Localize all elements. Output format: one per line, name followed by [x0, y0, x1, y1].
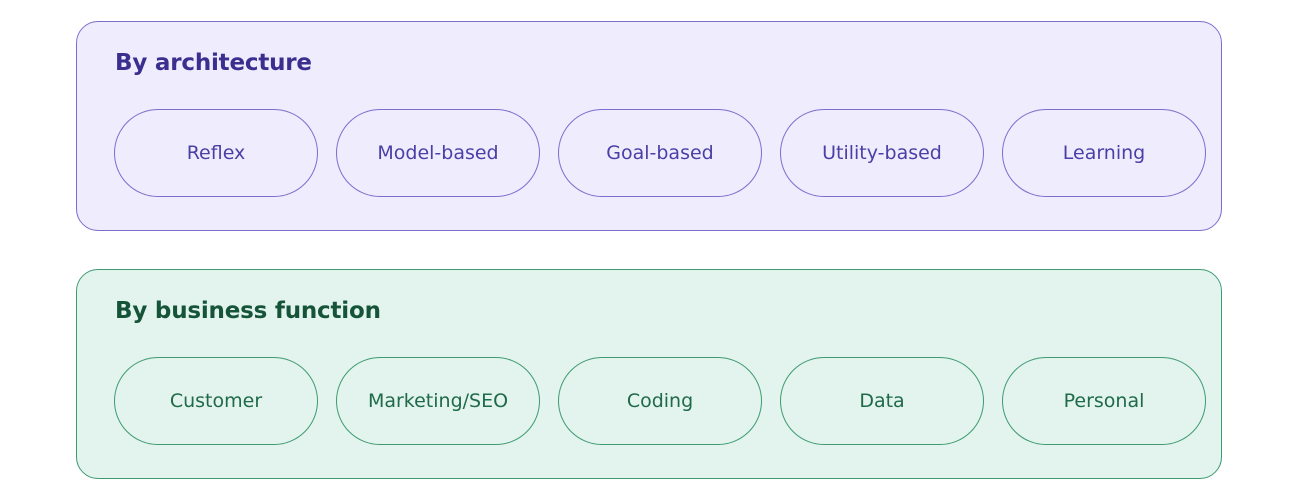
business-item-marketing-seo: Marketing/SEO: [336, 357, 540, 445]
business-function-title: By business function: [115, 298, 381, 324]
business-item-customer: Customer: [114, 357, 318, 445]
architecture-item-model-based: Model-based: [336, 109, 540, 197]
business-item-data: Data: [780, 357, 984, 445]
business-item-personal: Personal: [1002, 357, 1206, 445]
architecture-panel: By architecture Reflex Model-based Goal-…: [76, 21, 1222, 231]
business-function-panel: By business function Customer Marketing/…: [76, 269, 1222, 479]
architecture-item-utility-based: Utility-based: [780, 109, 984, 197]
architecture-item-learning: Learning: [1002, 109, 1206, 197]
architecture-title: By architecture: [115, 50, 312, 76]
business-item-coding: Coding: [558, 357, 762, 445]
architecture-item-reflex: Reflex: [114, 109, 318, 197]
business-function-items: Customer Marketing/SEO Coding Data Perso…: [114, 357, 1206, 445]
architecture-item-goal-based: Goal-based: [558, 109, 762, 197]
architecture-items: Reflex Model-based Goal-based Utility-ba…: [114, 109, 1206, 197]
